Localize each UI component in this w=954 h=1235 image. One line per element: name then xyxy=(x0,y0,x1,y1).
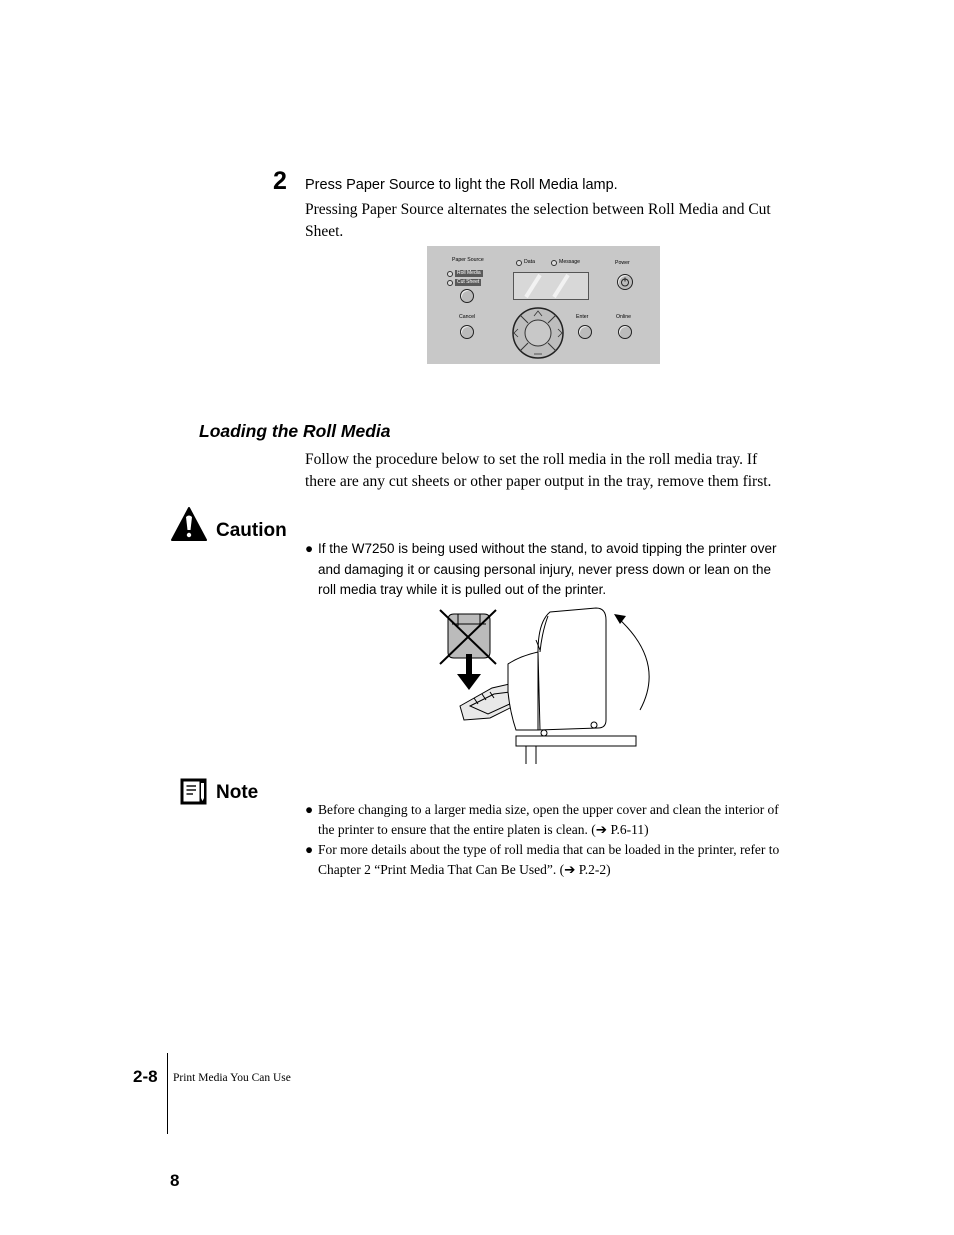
cancel-button[interactable] xyxy=(460,325,474,339)
data-label: Data xyxy=(524,259,535,265)
data-lamp xyxy=(516,260,522,266)
note-item: ● Before changing to a larger media size… xyxy=(305,800,790,840)
cancel-label: Cancel xyxy=(459,314,476,320)
chapter-title: Print Media You Can Use xyxy=(173,1072,291,1084)
paper-source-button[interactable] xyxy=(460,289,474,303)
step-title: Press Paper Source to light the Roll Med… xyxy=(305,177,618,193)
power-label: Power xyxy=(615,260,630,266)
note-item-text: Before changing to a larger media size, … xyxy=(318,802,779,837)
bullet-icon: ● xyxy=(305,541,314,556)
step-description: Pressing Paper Source alternates the sel… xyxy=(305,201,771,240)
chapter-page-number: 2-8 xyxy=(133,1067,158,1086)
bullet-icon: ● xyxy=(305,842,314,857)
cut-sheet-lamp xyxy=(447,280,453,286)
power-icon xyxy=(621,277,629,287)
step-number: 2 xyxy=(273,167,287,195)
footer-divider xyxy=(167,1053,168,1134)
page-number: 8 xyxy=(170,1171,180,1190)
navigation-dial-icon[interactable] xyxy=(510,306,566,360)
caution-heading: Caution xyxy=(216,520,287,541)
roll-media-lamp xyxy=(447,271,453,277)
bullet-icon: ● xyxy=(305,802,314,817)
roll-media-label: Roll Media xyxy=(455,270,483,277)
caution-item-text: If the W7250 is being used without the s… xyxy=(318,541,777,597)
note-item: ● For more details about the type of rol… xyxy=(305,840,790,880)
note-heading: Note xyxy=(216,782,259,803)
power-button[interactable] xyxy=(617,274,633,290)
caution-list: ● If the W7250 is being used without the… xyxy=(305,539,785,601)
operation-panel-illustration: Paper Source Roll Media Cut Sheet Data M… xyxy=(427,246,660,364)
online-label: Online xyxy=(616,314,631,320)
cut-sheet-label: Cut Sheet xyxy=(455,279,482,286)
paper-source-label: Paper Source xyxy=(452,257,484,263)
note-item-text: For more details about the type of roll … xyxy=(318,842,780,877)
printer-tipping-illustration xyxy=(439,607,650,764)
section-intro: Follow the procedure below to set the ro… xyxy=(305,451,772,490)
caution-item: ● If the W7250 is being used without the… xyxy=(305,539,785,601)
lcd-display xyxy=(513,272,589,300)
enter-button[interactable] xyxy=(578,325,592,339)
message-lamp xyxy=(551,260,557,266)
note-pad-icon xyxy=(180,778,207,805)
section-title: Loading the Roll Media xyxy=(199,421,391,441)
enter-label: Enter xyxy=(576,314,589,320)
online-button[interactable] xyxy=(618,325,632,339)
warning-triangle-icon xyxy=(171,507,207,541)
message-label: Message xyxy=(559,259,581,265)
note-list: ● Before changing to a larger media size… xyxy=(305,800,790,880)
